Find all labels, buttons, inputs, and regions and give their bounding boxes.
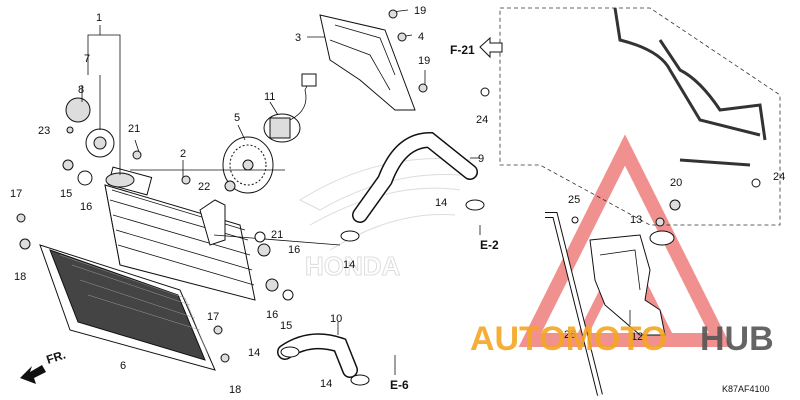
callout-4[interactable]: 4: [418, 31, 424, 43]
upper-radiator-hose: [352, 131, 478, 223]
callout-2[interactable]: 2: [180, 148, 186, 160]
callout-6[interactable]: 6: [120, 360, 126, 372]
reserve-tank: [545, 212, 675, 396]
front-arrow-icon: [20, 365, 46, 384]
callout-26[interactable]: 26: [564, 329, 576, 341]
watermark-word-2: HUB: [700, 320, 774, 358]
f21-arrow-icon: [479, 36, 503, 59]
callout-25[interactable]: 25: [568, 194, 580, 206]
callout-19-b[interactable]: 19: [418, 55, 430, 67]
fan-shroud: [319, 14, 416, 111]
honda-emboss-text: HONDA: [305, 251, 401, 281]
callout-8[interactable]: 8: [78, 84, 84, 96]
callout-15-a[interactable]: 15: [60, 188, 72, 200]
callout-16-a[interactable]: 16: [80, 201, 92, 213]
callout-1[interactable]: 1: [96, 12, 102, 24]
callout-24-a[interactable]: 24: [476, 114, 488, 126]
callout-15-b[interactable]: 15: [280, 320, 292, 332]
callout-19-a[interactable]: 19: [414, 5, 426, 17]
callout-3[interactable]: 3: [295, 32, 301, 44]
callout-14-a[interactable]: 14: [435, 197, 447, 209]
callout-14-d[interactable]: 14: [320, 378, 332, 390]
reserve-tank-group-box: [499, 7, 781, 226]
callout-5[interactable]: 5: [234, 112, 240, 124]
callout-22[interactable]: 22: [198, 181, 210, 193]
radiator-cap: [65, 97, 115, 158]
fasteners: [16, 9, 761, 386]
ref-e6[interactable]: E-6: [390, 378, 409, 392]
callout-16-c[interactable]: 16: [266, 309, 278, 321]
callout-10[interactable]: 10: [330, 313, 342, 325]
callout-24-b[interactable]: 24: [773, 171, 785, 183]
front-label: FR.: [45, 348, 68, 367]
callout-17-a[interactable]: 17: [10, 188, 22, 200]
callout-14-b[interactable]: 14: [343, 259, 355, 271]
ref-f21[interactable]: F-21: [450, 43, 475, 57]
callout-labels[interactable]: 1 2 3 4 5 6 7 8 9 10 11 12 13 14 14 14 1…: [10, 5, 785, 396]
callout-7[interactable]: 7: [84, 53, 90, 65]
watermark-text: AUTOMOTO HUB: [470, 320, 774, 358]
drawing-code: K87AF4100: [722, 384, 770, 394]
fan-motor: [263, 73, 317, 143]
callout-14-c[interactable]: 14: [248, 347, 260, 359]
honda-wing-emboss: HONDA: [298, 157, 471, 282]
overflow-hose: [509, 7, 767, 226]
callout-18-a[interactable]: 18: [14, 271, 26, 283]
callout-12[interactable]: 12: [631, 331, 643, 343]
watermark-word-1: AUTOMOTO: [470, 320, 667, 358]
callout-18-b[interactable]: 18: [229, 384, 241, 396]
callout-11[interactable]: 11: [264, 91, 275, 103]
callout-23[interactable]: 23: [38, 125, 50, 137]
callout-21-a[interactable]: 21: [128, 123, 140, 135]
ref-e2[interactable]: E-2: [480, 238, 499, 252]
radiator-grille: [39, 244, 216, 371]
cooling-fan: [222, 136, 274, 194]
callout-13[interactable]: 13: [630, 214, 642, 226]
callout-21-b[interactable]: 21: [271, 229, 283, 241]
section-references[interactable]: F-21 E-2 E-6: [390, 43, 499, 392]
callout-9[interactable]: 9: [478, 153, 484, 165]
callout-17-b[interactable]: 17: [207, 311, 219, 323]
radiator: [104, 166, 256, 301]
callout-16-b[interactable]: 16: [288, 244, 300, 256]
callout-20[interactable]: 20: [670, 177, 682, 189]
